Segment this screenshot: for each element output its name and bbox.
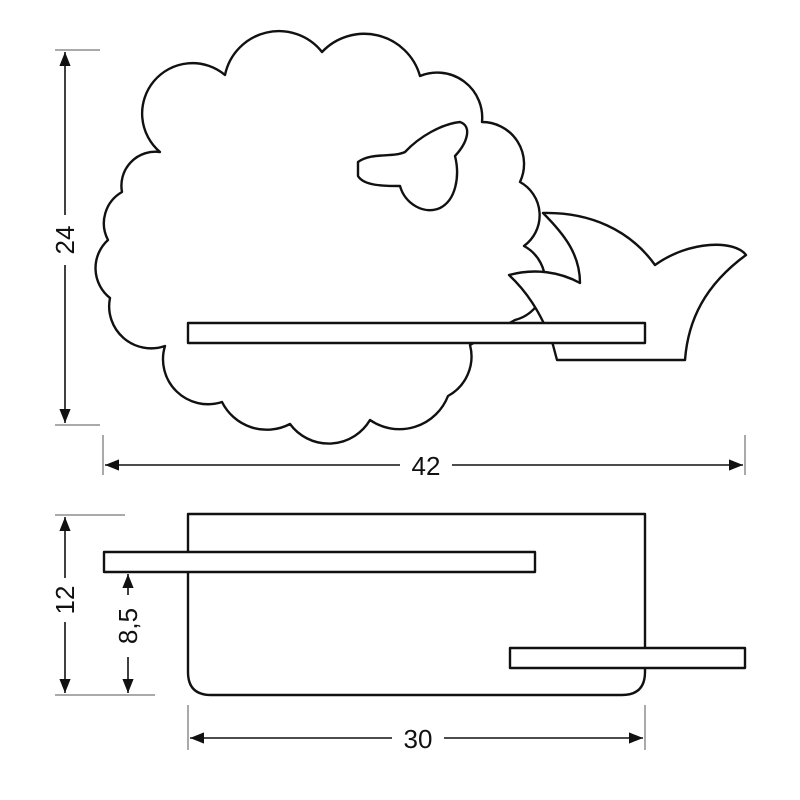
dimension-label-total-width: 42 [412,451,441,481]
sheep-head-cutout [356,120,469,212]
dimension-label-height: 24 [50,226,80,255]
dimension-label-depth: 12 [50,586,80,615]
cloud-outline [94,29,547,445]
dimension-label-shelf-height: 8,5 [113,608,143,644]
dimension-label-back-width: 30 [404,724,433,754]
lower-shelf-top-view [508,646,747,670]
front-shelf [186,321,647,345]
upper-shelf-top-view [102,550,537,574]
